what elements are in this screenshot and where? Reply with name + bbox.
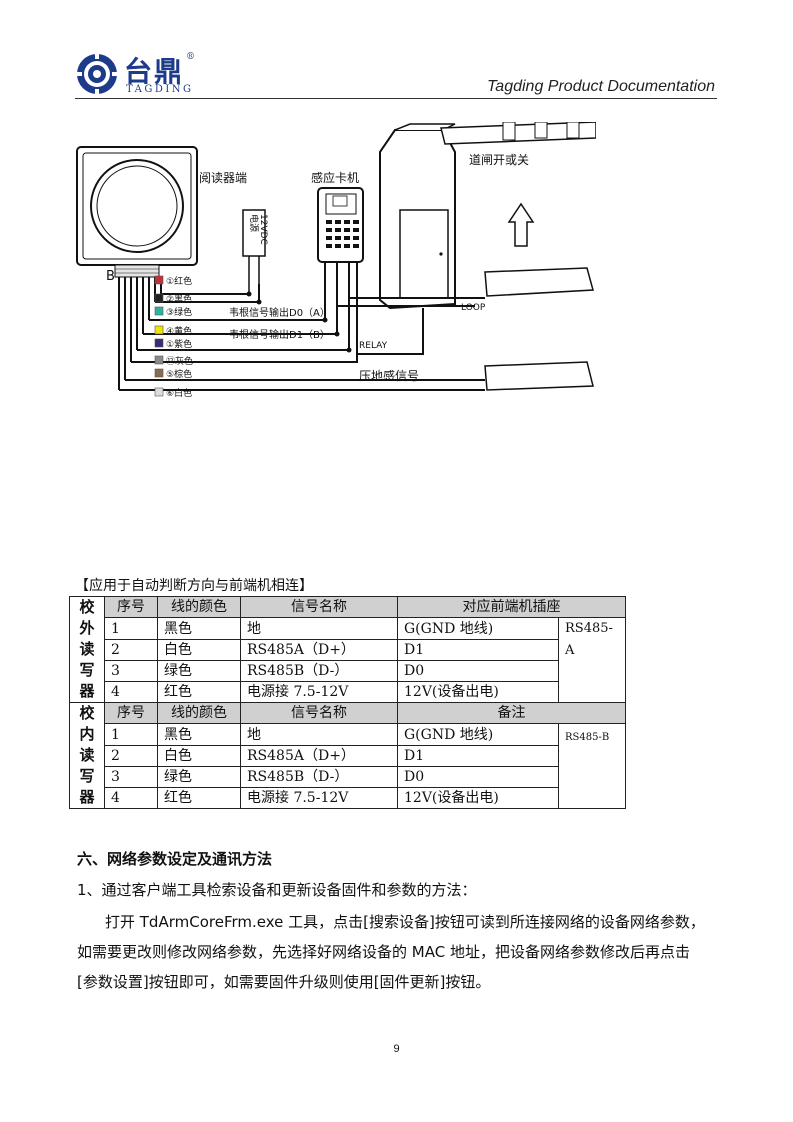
wire-swatch	[154, 275, 164, 285]
inner-note: RS485-B	[558, 723, 626, 809]
wire-swatch	[154, 306, 164, 316]
table-row: 1 黑色 地 G(GND 地线) RS485-A	[70, 617, 626, 703]
inner-header-row: 校 内 读 写 器 序号 线的颜色 信号名称 备注	[69, 702, 626, 809]
table-row: 3 绿色 RS485B（D-） D0	[70, 766, 626, 788]
wiring-diagram: 阅读器端 B 电源 12VDC 感应卡机 道闸开或关 L	[76, 122, 596, 399]
header-signal: 信号名称	[240, 596, 398, 618]
power-label-1: 电源	[248, 214, 260, 232]
wire-swatch	[154, 355, 164, 365]
table-row: 4 红色 电源接 7.5-12V 12V(设备出电)	[70, 681, 626, 703]
wiegand-d1-label: 韦根信号输出D1（B）	[229, 328, 330, 341]
page-number: 9	[393, 1043, 400, 1055]
wire-swatch	[154, 387, 164, 397]
paragraph-line-2: 如需要更改则修改网络参数，先选择好网络设备的 MAC 地址，把设备网络参数修改后…	[77, 943, 690, 961]
header-signal: 信号名称	[240, 702, 398, 724]
wire-label: ①红色	[166, 275, 192, 287]
section-heading: 六、网络参数设定及通讯方法	[77, 850, 273, 868]
header-remark: 备注	[397, 702, 626, 724]
card-machine: 感应卡机	[311, 170, 364, 263]
inner-reader-side-label: 校 内 读 写 器	[69, 702, 105, 809]
paragraph-line-3: [参数设置]按钮即可，如需要固件升级则使用[固件更新]按钮。	[77, 973, 491, 991]
wire-swatch	[154, 325, 164, 335]
card-label: 感应卡机	[311, 170, 359, 185]
wire-swatch	[154, 293, 164, 303]
header-divider	[75, 98, 717, 99]
logo-wordmark: 台鼎	[124, 55, 185, 88]
wire-swatch	[154, 368, 164, 378]
reader-label: 阅读器端	[199, 171, 247, 185]
wire-label: ⑥白色	[166, 387, 192, 399]
document-title: Tagding Product Documentation	[487, 78, 715, 95]
table-row: 4 红色 电源接 7.5-12V 12V(设备出电)	[70, 787, 626, 809]
wire-label: ⑫灰色	[166, 355, 193, 367]
table-caption: 【应用于自动判断方向与前端机相连】	[75, 578, 313, 594]
table-row: 1 黑色 地 G(GND 地线) RS485-B	[70, 723, 626, 809]
header-port: 对应前端机插座	[397, 596, 626, 618]
junction-dots	[246, 291, 352, 353]
relay-label: RELAY	[359, 341, 388, 351]
wire-swatch	[154, 338, 164, 348]
reader-device	[76, 146, 198, 278]
header-color: 线的颜色	[157, 596, 241, 618]
header-no: 序号	[104, 702, 158, 724]
wire-label: ②黑色	[166, 293, 192, 305]
barrier-gate: 道闸开或关 LOOP	[379, 122, 596, 391]
header-no: 序号	[104, 596, 158, 618]
loop-label: LOOP	[461, 303, 486, 313]
paragraph-line-1: 打开 TdArmCoreFrm.exe 工具，点击[搜索设备]按钮可读到所连接网…	[105, 913, 705, 931]
ground-signal-label: 压地感信号	[359, 368, 419, 383]
registered-mark: ®	[186, 52, 195, 62]
table-row: 3 绿色 RS485B（D-） D0	[70, 660, 626, 682]
power-module: 电源 12VDC	[242, 209, 268, 294]
wire-label: ①紫色	[166, 338, 192, 350]
wiegand-d0-label: 韦根信号输出D0（A）	[229, 306, 330, 319]
wire-label: ④黄色	[166, 325, 192, 337]
tagding-logo-icon	[76, 53, 118, 95]
outer-reader-side-label: 校 外 读 写 器	[69, 596, 105, 703]
wire-label: ⑤棕色	[166, 368, 192, 380]
port-label: B	[106, 269, 115, 284]
gate-label: 道闸开或关	[469, 153, 529, 167]
wire-label: ③绿色	[166, 306, 192, 318]
outer-note: RS485-A	[558, 617, 626, 703]
item-1: 1、通过客户端工具检索设备和更新设备固件和参数的方法：	[77, 881, 477, 899]
power-label-2: 12VDC	[258, 214, 268, 245]
outer-header-row: 校 外 读 写 器 序号 线的颜色 信号名称 对应前端机插座	[69, 596, 626, 703]
logo-english: TAGDING	[126, 84, 194, 95]
pinout-table: 校 外 读 写 器 序号 线的颜色 信号名称 对应前端机插座 1 黑色 地 G(…	[69, 596, 626, 809]
header-color: 线的颜色	[157, 702, 241, 724]
table-row: 2 白色 RS485A（D+） D1	[70, 745, 626, 767]
table-row: 2 白色 RS485A（D+） D1	[70, 639, 626, 661]
